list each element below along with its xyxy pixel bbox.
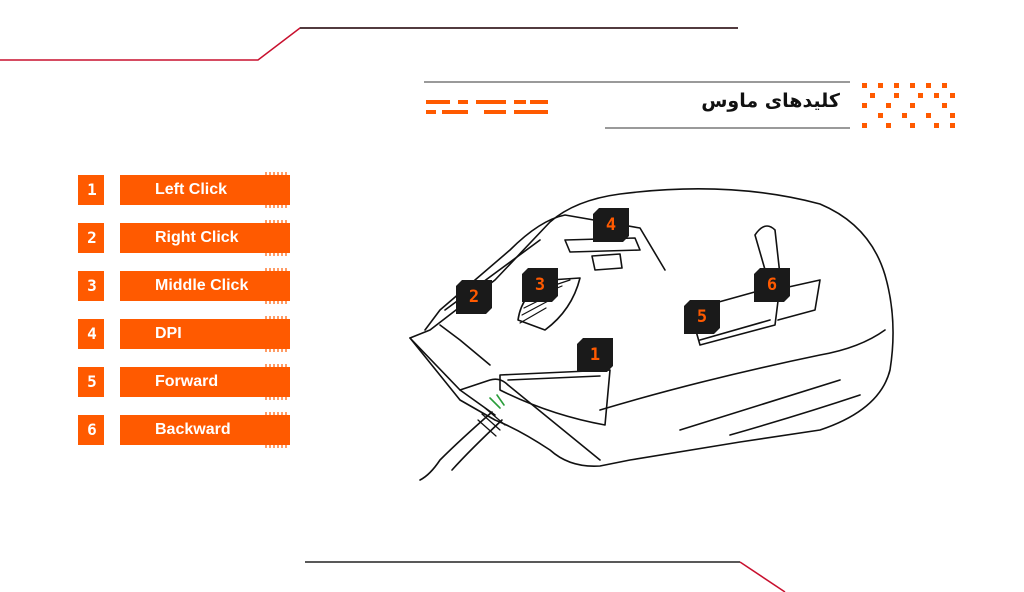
legend-number: 4 — [87, 324, 97, 343]
callout-number: 3 — [534, 275, 546, 295]
legend-number: 3 — [87, 276, 97, 295]
legend-item: 5 Forward — [78, 364, 290, 400]
legend-item: 6 Backward — [78, 412, 290, 448]
legend-item: 3 Middle Click — [78, 268, 290, 304]
legend-label: Forward — [155, 373, 219, 390]
legend-label: Right Click — [155, 229, 239, 246]
legend-number: 5 — [87, 372, 97, 391]
page-title: کلیدهای ماوس — [701, 90, 840, 112]
legend-item: 4 DPI — [78, 316, 290, 352]
callout-1: 1 — [577, 338, 613, 372]
callout-number: 5 — [696, 307, 708, 327]
pixel-pattern-icon — [862, 83, 955, 128]
callout-number: 2 — [468, 287, 480, 307]
legend-label: DPI — [155, 325, 182, 342]
legend-label: Left Click — [155, 181, 228, 198]
legend-item: 2 Right Click — [78, 220, 290, 256]
legend-label: Backward — [155, 421, 231, 438]
callout-3: 3 — [522, 268, 558, 302]
legend-item: 1 Left Click — [78, 172, 290, 208]
callout-5: 5 — [684, 300, 720, 334]
legend-label: Middle Click — [155, 277, 249, 294]
legend-number: 6 — [87, 420, 97, 439]
callout-number: 6 — [766, 275, 778, 295]
legend-number: 1 — [87, 180, 97, 199]
top-decor-line — [0, 27, 738, 61]
dash-decor-icon — [426, 100, 548, 114]
legend-number: 2 — [87, 228, 97, 247]
mouse-illustration — [409, 188, 894, 481]
callout-2: 2 — [456, 280, 492, 314]
header-frame — [424, 81, 955, 129]
callout-4: 4 — [593, 208, 629, 242]
bottom-decor-line — [305, 561, 786, 592]
callout-6: 6 — [754, 268, 790, 302]
callout-number: 4 — [605, 215, 617, 235]
callout-number: 1 — [589, 345, 601, 365]
